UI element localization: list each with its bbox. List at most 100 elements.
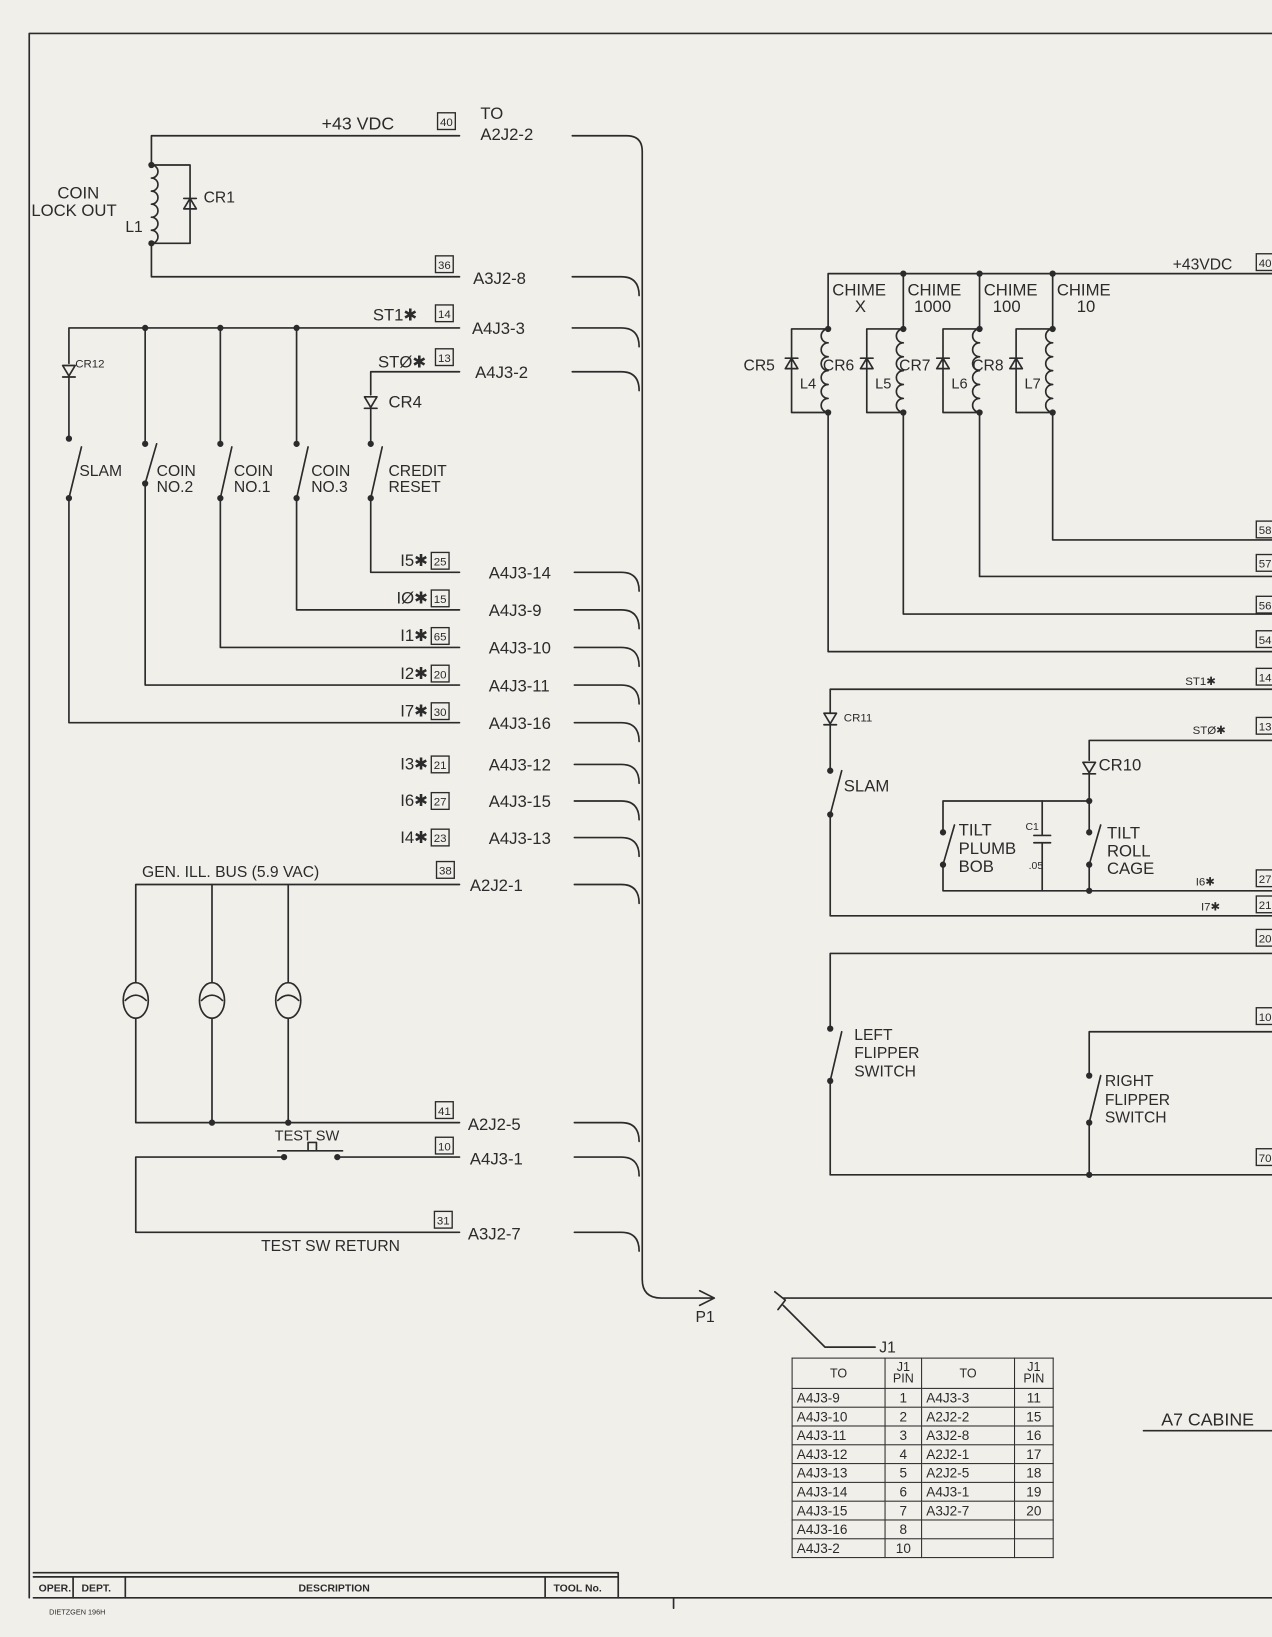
junction-dot xyxy=(824,325,832,333)
pin-box xyxy=(436,112,456,131)
right-i7-signal-label: I7✱ xyxy=(1201,902,1220,914)
left-inputs-3-signal-label: I2✱ xyxy=(400,664,428,683)
left-supply-dest-label: A2J2-2 xyxy=(480,125,533,144)
pin-box xyxy=(430,664,450,683)
diode-cr11 xyxy=(823,712,838,726)
left-inputs-6-signal-label: I6✱ xyxy=(400,791,428,810)
diode-cr4 xyxy=(363,395,378,410)
pin-box xyxy=(1255,716,1272,735)
left-st1-pin-label: 14 xyxy=(438,309,451,321)
pin-box xyxy=(1255,667,1272,686)
pin-box xyxy=(434,1136,454,1155)
left-plug-label: P1 xyxy=(696,1309,715,1326)
j1-pin-cell: 10 xyxy=(884,1538,923,1559)
table-header-row: TO J1 PIN TO J1 PIN xyxy=(791,1357,1054,1389)
left-switches-1-line1-label: COIN xyxy=(157,463,196,480)
pin-box xyxy=(430,702,450,721)
left-inputs-2-signal-label: I1✱ xyxy=(400,626,428,645)
left-inputs-1-pin-label: 15 xyxy=(434,594,447,606)
left-inputs-4-pin-label: 30 xyxy=(434,707,447,719)
junction-dot xyxy=(976,409,983,416)
capacitor-c1 xyxy=(1033,800,1052,892)
right-st0-diode-label: CR10 xyxy=(1099,756,1142,775)
left-test-sw-label-label: TEST SW xyxy=(275,1128,340,1144)
right-right-flipper-line3-label: SWITCH xyxy=(1105,1110,1167,1127)
right-i6-pin-label: 27 xyxy=(1259,874,1272,886)
left-switches-4-line1-label: CREDIT xyxy=(388,463,447,480)
pin-box xyxy=(434,1101,454,1120)
pin-box xyxy=(435,860,455,879)
right-chimes-1-line2-label: 1000 xyxy=(914,297,951,316)
left-switches-3-line2-label: NO.3 xyxy=(311,479,348,496)
right-left-flipper-pin-label: 20 xyxy=(1259,933,1272,945)
pin-box xyxy=(430,791,450,811)
diode-cr10 xyxy=(1082,761,1097,775)
destination-cell: A4J3-11 xyxy=(791,1425,886,1446)
pin-box xyxy=(1255,869,1272,888)
left-switches-4-line2-label: RESET xyxy=(388,479,441,496)
left-st0-pin-label: 13 xyxy=(438,353,451,365)
right-chimes-0-pin-label: 54 xyxy=(1259,635,1272,647)
right-right-flipper-pin-label: 10 xyxy=(1259,1012,1272,1024)
j1-pin-cell: 3 xyxy=(884,1425,923,1446)
left-lamp-bus-return-dest-label: A2J2-5 xyxy=(468,1115,521,1134)
left-lamp-bus-dest-label: A2J2-1 xyxy=(470,876,523,895)
harness-bus xyxy=(571,134,716,1307)
destination-cell xyxy=(921,1538,1016,1559)
title-block-description: DESCRIPTION xyxy=(299,1584,370,1595)
pin-box xyxy=(1255,520,1272,539)
left-coin-lockout-dest-label: A3J2-8 xyxy=(473,269,526,288)
right-supply-voltage-label: +43VDC xyxy=(1173,256,1233,273)
right-chimes-3-line2-label: 10 xyxy=(1077,297,1096,316)
left-st0-dest-label: A4J3-2 xyxy=(475,363,528,382)
destination-cell: A2J2-1 xyxy=(921,1444,1016,1465)
right-plumb-bob-line2-label: PLUMB xyxy=(959,839,1017,858)
j1-pin-cell xyxy=(1014,1538,1054,1559)
left-coin-lockout-diode-label: CR1 xyxy=(204,190,235,207)
diode-cr12 xyxy=(61,364,77,378)
destination-cell: A3J2-7 xyxy=(921,1500,1016,1521)
left-cr12-label: CR12 xyxy=(75,359,104,371)
right-chimes-1-line1-label: CHIME xyxy=(907,281,961,300)
title-block: OPER. DEPT. DESCRIPTION TOOL No. DIETZGE… xyxy=(39,1584,602,1617)
right-st1-switch-label: SLAM xyxy=(844,777,889,796)
destination-cell xyxy=(921,1519,1016,1540)
header-j1-pin: J1 PIN xyxy=(884,1357,923,1389)
left-st0-signal-label: STØ✱ xyxy=(378,353,426,372)
destination-cell: A2J2-5 xyxy=(921,1463,1016,1483)
pin-box xyxy=(430,755,450,774)
right-chimes-0-diode-label: CR5 xyxy=(744,358,776,375)
j1-pin-cell: 11 xyxy=(1014,1387,1054,1408)
left-inputs-2-pin-label: 65 xyxy=(434,632,447,644)
left-inputs-6-dest-label: A4J3-15 xyxy=(489,792,551,811)
right-supply-pin-label: 40 xyxy=(1259,258,1272,270)
left-coin-lockout-label-line2-label: LOCK OUT xyxy=(31,201,116,220)
right-right-flipper-line1-label: RIGHT xyxy=(1105,1073,1154,1090)
lamps xyxy=(122,981,302,1020)
left-coin-lockout-label-line1-label: COIN xyxy=(57,183,99,202)
left-inputs-1-signal-label: IØ✱ xyxy=(397,589,429,608)
left-inputs-6-pin-label: 27 xyxy=(434,797,447,809)
destination-cell: A3J2-8 xyxy=(921,1425,1016,1446)
destination-cell: A4J3-14 xyxy=(791,1481,886,1502)
j1-pin-cell: 6 xyxy=(884,1481,923,1502)
right-chimes-2-line1-label: CHIME xyxy=(984,281,1038,300)
destination-cell: A2J2-2 xyxy=(921,1406,1016,1427)
junction-dot xyxy=(824,409,832,416)
header-j1-pin: J1 PIN xyxy=(1014,1357,1054,1389)
left-inputs-1-dest-label: A4J3-9 xyxy=(489,601,542,620)
left-inputs-5-signal-label: I3✱ xyxy=(400,755,428,774)
right-left-flipper-line2-label: FLIPPER xyxy=(854,1045,919,1062)
j1-pin-cell xyxy=(1014,1519,1054,1540)
title-block-tool-no: TOOL No. xyxy=(553,1584,601,1595)
right-st1-signal-label: ST1✱ xyxy=(1185,676,1216,688)
pin-box xyxy=(434,304,454,323)
right-st1-diode-label: CR11 xyxy=(844,713,872,725)
left-inputs-3-pin-label: 20 xyxy=(434,669,447,681)
